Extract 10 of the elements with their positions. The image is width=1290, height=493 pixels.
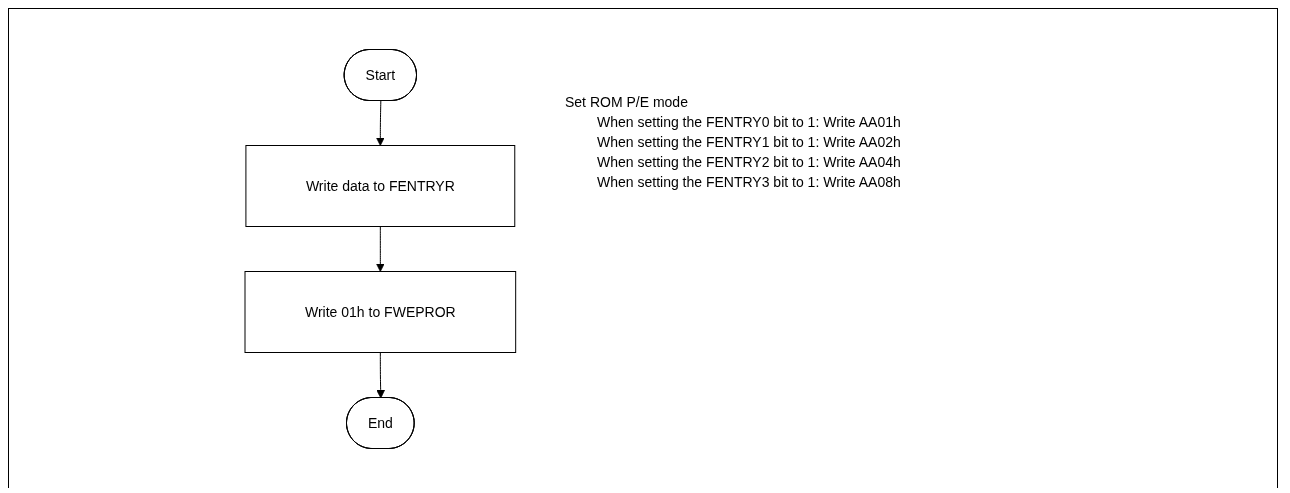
note-text: Set ROM P/E mode [565, 93, 689, 112]
node-box: Write 01h to FWEPROR [244, 271, 516, 353]
arrow [375, 226, 385, 272]
note-text: When setting the FENTRY2 bit to 1: Write AA04h [596, 153, 901, 172]
arrow [375, 100, 385, 146]
node-box: Write data to FENTRYR [245, 145, 515, 227]
note-text: When setting the FENTRY1 bit to 1: Write AA02h [596, 133, 901, 152]
note-text: When setting the FENTRY0 bit to 1: Write AA01h [596, 113, 901, 132]
note-text: When setting the FENTRY3 bit to 1: Write AA08h [596, 173, 901, 192]
arrow [375, 352, 385, 399]
